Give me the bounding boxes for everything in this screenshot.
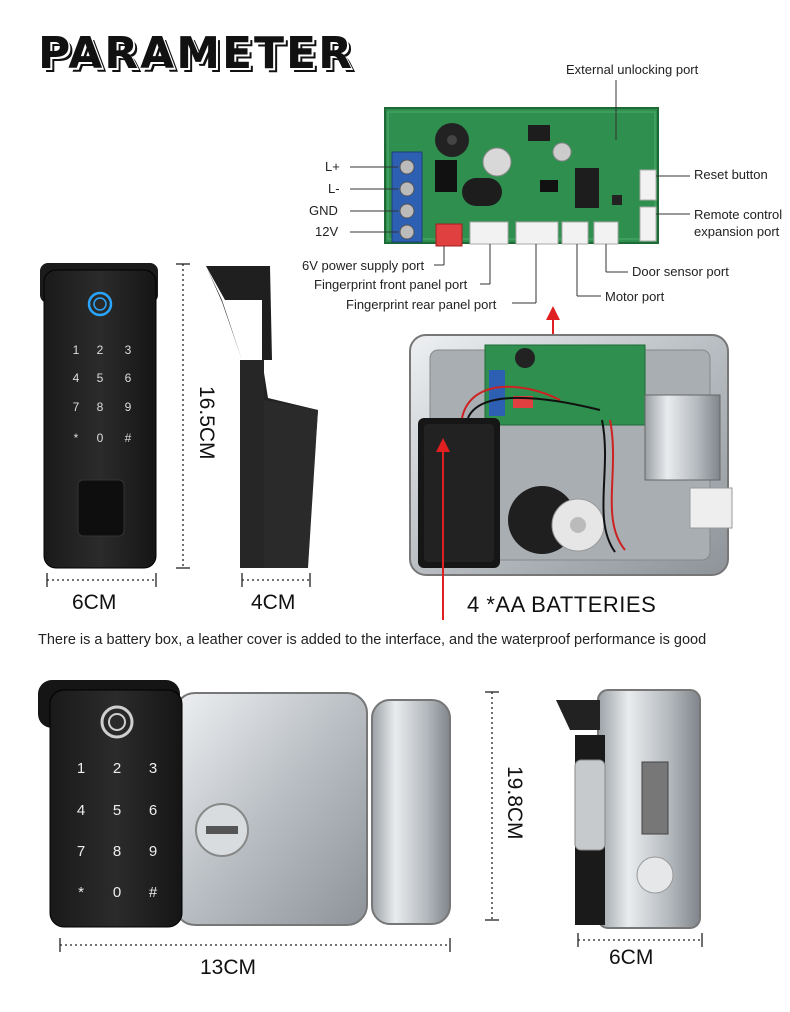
label-motor-port: Motor port — [605, 289, 665, 304]
pin-l-plus: L+ — [325, 159, 340, 174]
key-7: 7 — [72, 400, 80, 414]
side-view-image — [206, 266, 318, 568]
key-5: 5 — [96, 371, 104, 385]
board-leader-lines — [350, 80, 690, 304]
dimension-depth-side: 4CM — [251, 591, 296, 614]
large-key-1: 1 — [76, 760, 86, 777]
large-key-8: 8 — [112, 843, 122, 860]
label-fingerprint-rear-panel-port: Fingerprint rear panel port — [346, 297, 497, 312]
dimension-lines — [46, 263, 703, 952]
label-fingerprint-front-panel-port: Fingerprint front panel port — [314, 277, 468, 292]
red-arrows — [436, 306, 560, 620]
large-lock-image — [38, 680, 451, 928]
large-key-7: 7 — [76, 843, 86, 860]
open-lock-image — [409, 334, 733, 576]
key-star: * — [73, 431, 79, 445]
label-remote-control: Remote control — [694, 207, 783, 222]
label-door-sensor-port: Door sensor port — [632, 264, 729, 279]
key-8: 8 — [96, 400, 104, 414]
dimension-width-large: 13CM — [200, 956, 257, 979]
key-hash: # — [124, 431, 132, 445]
large-key-3: 3 — [148, 760, 158, 777]
label-power-supply-port: 6V power supply port — [302, 258, 425, 273]
caption-text: There is a battery box, a leather cover … — [38, 632, 707, 648]
page-title: PARAMETER — [38, 28, 354, 79]
key-6: 6 — [124, 371, 132, 385]
dimension-width-side: 6CM — [609, 946, 654, 969]
large-key-star: * — [78, 884, 84, 901]
batteries-label: 4 *AA BATTERIES — [467, 592, 657, 617]
key-4: 4 — [72, 371, 80, 385]
pin-12v: 12V — [315, 224, 339, 239]
label-external-unlocking-port: External unlocking port — [566, 62, 699, 77]
label-reset-button: Reset button — [694, 167, 768, 182]
large-key-5: 5 — [112, 802, 122, 819]
large-key-4: 4 — [76, 802, 86, 819]
pin-l-minus: L- — [328, 181, 340, 196]
large-key-0: 0 — [112, 884, 122, 901]
dimension-width-front: 6CM — [72, 591, 117, 614]
large-key-2: 2 — [112, 760, 122, 777]
key-1: 1 — [72, 343, 80, 357]
front-keypad-image — [40, 263, 158, 569]
dimension-height-large: 19.8CM — [503, 766, 526, 840]
key-9: 9 — [124, 400, 132, 414]
large-key-9: 9 — [148, 843, 158, 860]
dimension-height-small: 16.5CM — [195, 386, 218, 460]
large-key-hash: # — [148, 884, 158, 901]
pin-gnd: GND — [309, 203, 338, 218]
large-key-6: 6 — [148, 802, 158, 819]
label-expansion-port: expansion port — [694, 224, 780, 239]
key-3: 3 — [124, 343, 132, 357]
control-board-image — [384, 107, 659, 247]
key-2: 2 — [96, 343, 104, 357]
key-0: 0 — [96, 431, 104, 445]
large-side-view-image — [556, 689, 701, 929]
